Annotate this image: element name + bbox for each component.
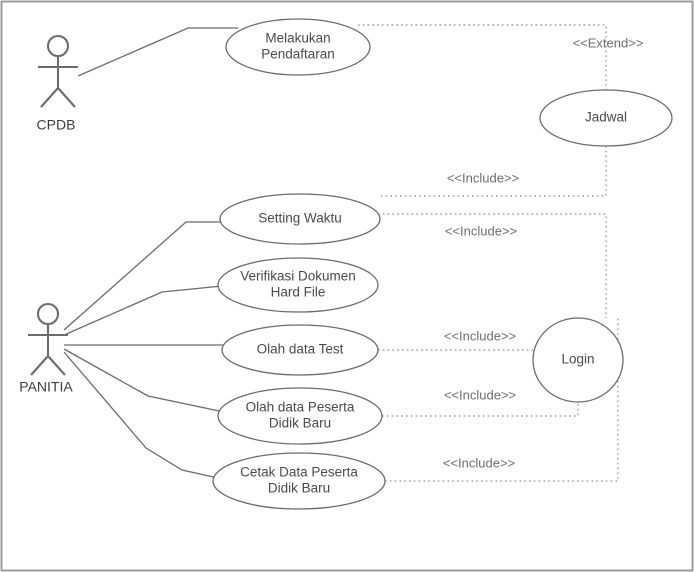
actor-leg-left-panitia bbox=[30, 355, 49, 376]
use-case-ellipse-cetak-data-peserta-didik-baru bbox=[212, 452, 386, 510]
use-case-label-setting-waktu: Setting Waktu bbox=[258, 211, 342, 226]
use-case-label-olah-data-peserta-didik-baru: Didik Baru bbox=[269, 416, 331, 431]
use-case-ellipse-olah-data-test bbox=[221, 324, 379, 376]
stereotype-labels-group: <<Extend>> <<Include>> <<Include>> <<Includ… bbox=[443, 35, 644, 470]
use-case-ellipse-setting-waktu bbox=[219, 193, 381, 245]
actor-label-cpdb: CPDB bbox=[37, 117, 76, 133]
use-case-label-olah-data-peserta-didik-baru: Olah data Peserta bbox=[246, 400, 355, 415]
actor-head-icon-panitia bbox=[36, 302, 60, 326]
stereotype-label-include-cetak-data-peserta-login: <<Include>> bbox=[443, 455, 515, 470]
actor-cpdb[interactable]: CPDB bbox=[37, 34, 78, 133]
association-line-panitia-to-verifikasi-dokumen bbox=[63, 285, 223, 336]
use-case-label-jadwal: Jadwal bbox=[585, 110, 627, 125]
actor-leg-right-panitia bbox=[47, 355, 66, 376]
actor-leg-left-cpdb bbox=[40, 87, 59, 108]
use-case-ellipse-melakukan-pendaftaran bbox=[225, 18, 371, 76]
association-lines-group bbox=[63, 27, 238, 479]
stereotype-label-include-setting-waktu-jadwal: <<Include>> bbox=[447, 170, 519, 185]
actor-head-icon-cpdb bbox=[46, 34, 70, 58]
use-case-label-cetak-data-peserta-didik-baru: Cetak Data Peserta bbox=[240, 465, 358, 480]
association-line-panitia-to-setting-waktu bbox=[63, 221, 224, 331]
dependency-line-extend-melakukan-pendaftaran-jadwal bbox=[358, 24, 607, 90]
use-case-login[interactable]: Login bbox=[532, 317, 624, 403]
stereotype-label-include-olah-data-test-login: <<Include>> bbox=[444, 328, 516, 343]
stereotype-label-include-olah-data-peserta-login: <<Include>> bbox=[444, 387, 516, 402]
actor-panitia[interactable]: PANITIA bbox=[19, 302, 73, 395]
use-case-ellipse-verifikasi-dokumen-hard-file bbox=[217, 257, 379, 313]
use-case-setting-waktu[interactable]: Setting Waktu bbox=[219, 193, 381, 245]
dependency-line-include-setting-waktu-jadwal bbox=[378, 146, 607, 197]
use-case-label-olah-data-test: Olah data Test bbox=[257, 342, 344, 357]
association-line-cpdb-to-melakukan-pendaftaran bbox=[77, 27, 238, 77]
use-case-label-melakukan-pendaftaran: Pendaftaran bbox=[261, 47, 335, 62]
association-line-panitia-to-olah-data-peserta bbox=[63, 348, 225, 413]
use-case-ellipse-login bbox=[532, 317, 624, 403]
association-line-panitia-to-cetak-data-peserta bbox=[63, 351, 219, 479]
actor-leg-right-cpdb bbox=[57, 87, 76, 108]
use-case-ellipse-jadwal bbox=[539, 89, 673, 147]
use-case-label-melakukan-pendaftaran: Melakukan bbox=[265, 31, 330, 46]
use-case-label-login: Login bbox=[561, 352, 594, 367]
actor-label-panitia: PANITIA bbox=[19, 379, 73, 395]
use-case-label-verifikasi-dokumen-hard-file: Verifikasi Dokumen bbox=[240, 269, 356, 284]
stereotype-label-extend-melakukan-pendaftaran-jadwal: <<Extend>> bbox=[573, 35, 644, 50]
stereotype-label-include-setting-waktu-login: <<Include>> bbox=[445, 223, 517, 238]
use-case-label-cetak-data-peserta-didik-baru: Didik Baru bbox=[268, 481, 330, 496]
use-case-label-verifikasi-dokumen-hard-file: Hard File bbox=[271, 285, 326, 300]
actor-nodes-group: CPDB PANITIA bbox=[19, 34, 78, 395]
use-case-olah-data-test[interactable]: Olah data Test bbox=[221, 324, 379, 376]
use-case-ellipse-olah-data-peserta-didik-baru bbox=[217, 387, 383, 445]
use-case-jadwal[interactable]: Jadwal bbox=[539, 89, 673, 147]
